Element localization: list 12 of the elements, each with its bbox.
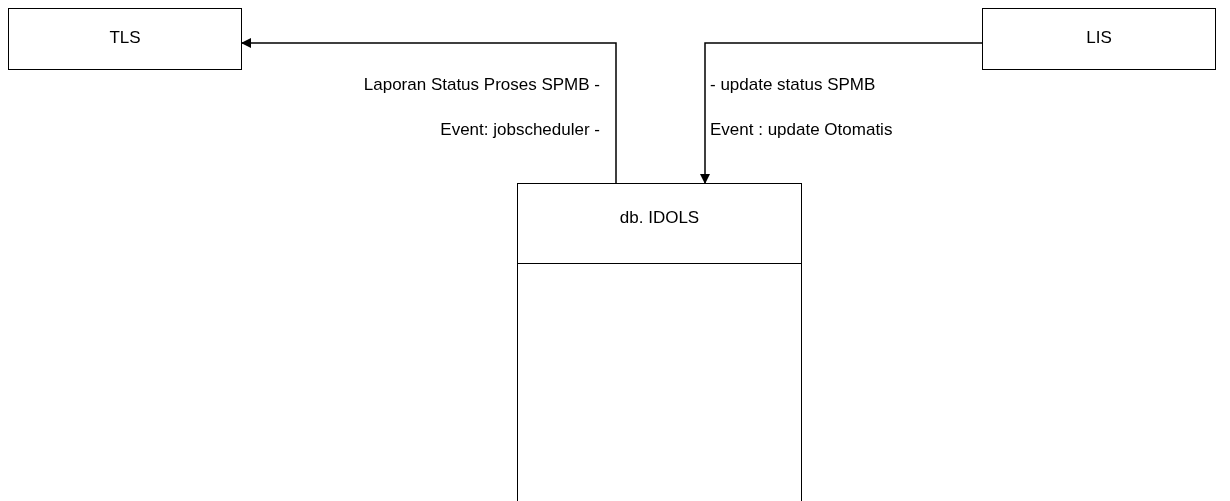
system-box [8, 8, 242, 70]
arrow [241, 38, 617, 184]
arrow [700, 42, 983, 184]
edge-annotation: - update status SPMB [710, 75, 876, 95]
edge-annotation: Laporan Status Proses SPMB - [363, 75, 600, 95]
database-table-box [517, 183, 802, 501]
node-label: LIS [1085, 28, 1113, 48]
edge-annotation: Event: jobscheduler - [440, 120, 600, 140]
edge-annotation: Event : update Otomatis [710, 120, 893, 140]
node-label: db. IDOLS [618, 208, 701, 228]
system-box [982, 8, 1216, 70]
node-label: TLS [108, 28, 142, 48]
